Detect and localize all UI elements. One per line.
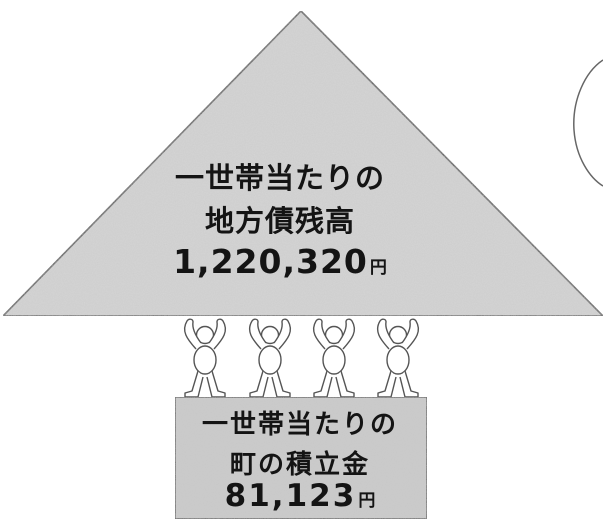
savings-label-line2: 町の積立金 — [229, 450, 370, 480]
savings-amount-value: 81,123 — [224, 478, 357, 514]
person-figure — [183, 318, 227, 398]
savings-label-line1: 一世帯当たりの — [201, 410, 398, 440]
savings-amount-unit: 円 — [358, 491, 376, 511]
person-figure — [248, 318, 292, 398]
debt-amount-value: 1,220,320 — [173, 242, 368, 281]
person-figure — [376, 318, 420, 398]
debt-amount-unit: 円 — [369, 258, 387, 278]
debt-triangle — [1, 9, 603, 317]
supporting-figures — [183, 318, 420, 398]
person-figure — [312, 318, 356, 398]
debt-label-line1: 一世帯当たりの — [174, 161, 385, 195]
savings-box — [174, 396, 428, 520]
debt-label-line2: 地方債残高 — [204, 204, 355, 238]
cropped-oval-outline — [573, 59, 603, 187]
